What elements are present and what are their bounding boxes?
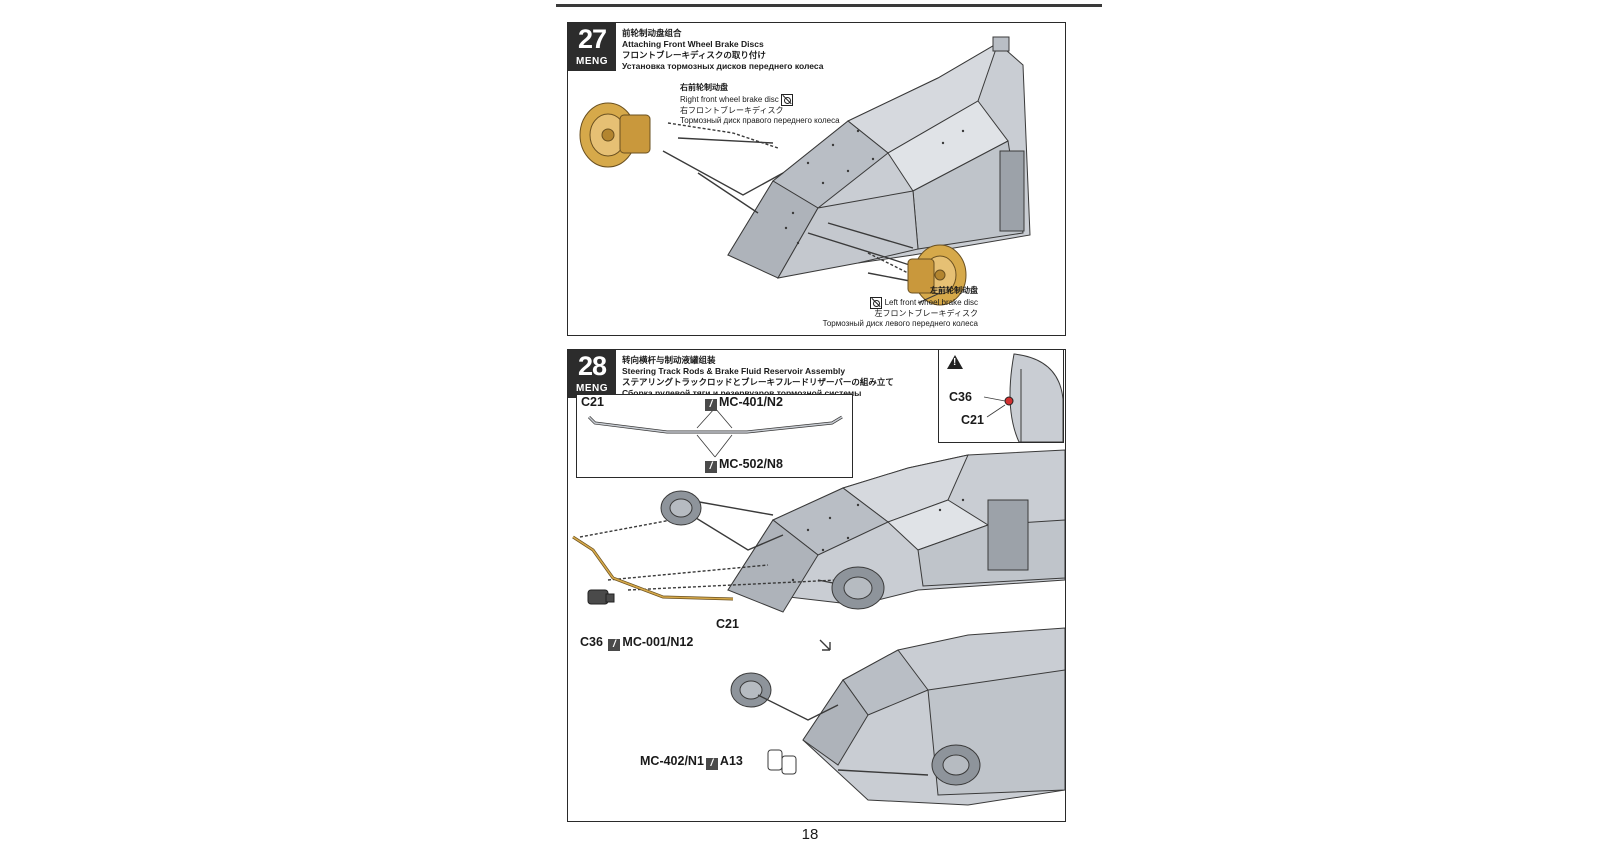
- title-ja: ステアリングトラックロッドとブレーキフルードリザーバーの組み立て: [622, 377, 894, 387]
- left-disc-label-en: Left front wheel brake disc: [884, 297, 978, 307]
- paint-icon: /: [705, 461, 717, 473]
- right-disc-label-ja: 右フロントブレーキディスク: [680, 105, 784, 115]
- hubs-28: [660, 490, 885, 610]
- right-disc-label-zh: 右前轮制动盘: [680, 83, 728, 92]
- part-c36-main: C36: [580, 635, 603, 649]
- title-zh: 前轮制动盘组合: [622, 28, 682, 38]
- inset-part-c36: C36: [949, 390, 972, 404]
- warning-icon: [947, 355, 963, 369]
- part-a13-label: A13: [719, 754, 743, 768]
- paint-label-top: MC-401/N2: [719, 395, 783, 409]
- part-c21-label: C21: [581, 395, 604, 409]
- paint-icon: /: [608, 639, 621, 651]
- direction-arrow-icon: [819, 639, 831, 651]
- inset-part-c21: C21: [961, 413, 984, 427]
- right-brake-disc-27: [579, 102, 651, 168]
- step-28-title-block: 转向横杆与制动液罐组装 Steering Track Rods & Brake …: [622, 355, 894, 399]
- step-28-badge: 28 MENG: [568, 350, 616, 398]
- paint-icon: /: [705, 399, 717, 411]
- hubs-28-lower: [730, 672, 981, 786]
- right-disc-label-ru: Тормозный диск правого переднего колеса: [680, 116, 840, 125]
- title-ja: フロントブレーキディスクの取り付け: [622, 50, 766, 60]
- rivets-28: [791, 498, 965, 582]
- left-disc-label-ja: 左フロントブレーキディスク: [874, 308, 978, 318]
- chassis-27: [727, 36, 1031, 279]
- step-28-drawing: [572, 449, 1065, 806]
- paint-label-bottom: MC-502/N8: [719, 457, 783, 471]
- brand-logo: MENG: [576, 56, 608, 67]
- left-disc-label-ru: Тормозный диск левого переднего колеса: [822, 319, 978, 328]
- top-rule: [556, 4, 1102, 7]
- reference-icon: [870, 296, 883, 309]
- step-number: 27: [577, 24, 607, 54]
- track-rod-subassembly-box: C21 /MC-401/N2 /MC-502/N8: [576, 394, 853, 478]
- chassis-28: [727, 449, 1065, 613]
- right-disc-label: 右前轮制动盘 Right front wheel brake disc 右フロン…: [680, 83, 840, 127]
- title-zh: 转向横杆与制动液罐组装: [622, 355, 716, 365]
- step-number: 28: [577, 351, 607, 381]
- reference-icon: [780, 93, 793, 106]
- title-ru: Установка тормозных дисков переднего кол…: [622, 61, 824, 71]
- step-27-title-block: 前轮制动盘组合 Attaching Front Wheel Brake Disc…: [622, 28, 823, 72]
- bottom-paint-label: MC-402/N1: [640, 754, 704, 768]
- part-c21-main: C21: [716, 617, 739, 631]
- highlight-dot: [1004, 396, 1014, 406]
- step-27-badge: 27 MENG: [568, 23, 616, 71]
- title-en: Steering Track Rods & Brake Fluid Reserv…: [622, 366, 846, 376]
- left-disc-label: 左前轮制动盘 Left front wheel brake disc 左フロント…: [764, 286, 978, 330]
- left-disc-label-zh: 左前轮制动盘: [930, 286, 978, 295]
- c36-paint-label: MC-001/N12: [622, 635, 694, 649]
- step-28-panel: 28 MENG 转向横杆与制动液罐组装 Steering Track Rods …: [567, 349, 1066, 822]
- track-rod-drawing: [587, 407, 843, 458]
- detail-inset: C36 C21: [938, 350, 1064, 443]
- brand-logo: MENG: [576, 383, 608, 394]
- step-27-panel: 27 MENG 前轮制动盘组合 Attaching Front Wheel Br…: [567, 22, 1066, 336]
- step-27-drawing: [579, 36, 1031, 306]
- title-en: Attaching Front Wheel Brake Discs: [622, 39, 764, 49]
- suspension-28-lower: [757, 694, 929, 776]
- part-a13: [767, 749, 797, 775]
- right-disc-label-en: Right front wheel brake disc: [680, 94, 779, 104]
- title-ru: Сборка рулевой тяги и резервуаров тормоз…: [622, 388, 862, 398]
- page-number: 18: [801, 826, 819, 843]
- left-brake-disc-27: [907, 244, 967, 306]
- rivets-27: [784, 129, 965, 245]
- reservoir-c36: [587, 589, 615, 605]
- paint-icon: /: [705, 758, 718, 770]
- chassis-28-lower: [802, 627, 1065, 806]
